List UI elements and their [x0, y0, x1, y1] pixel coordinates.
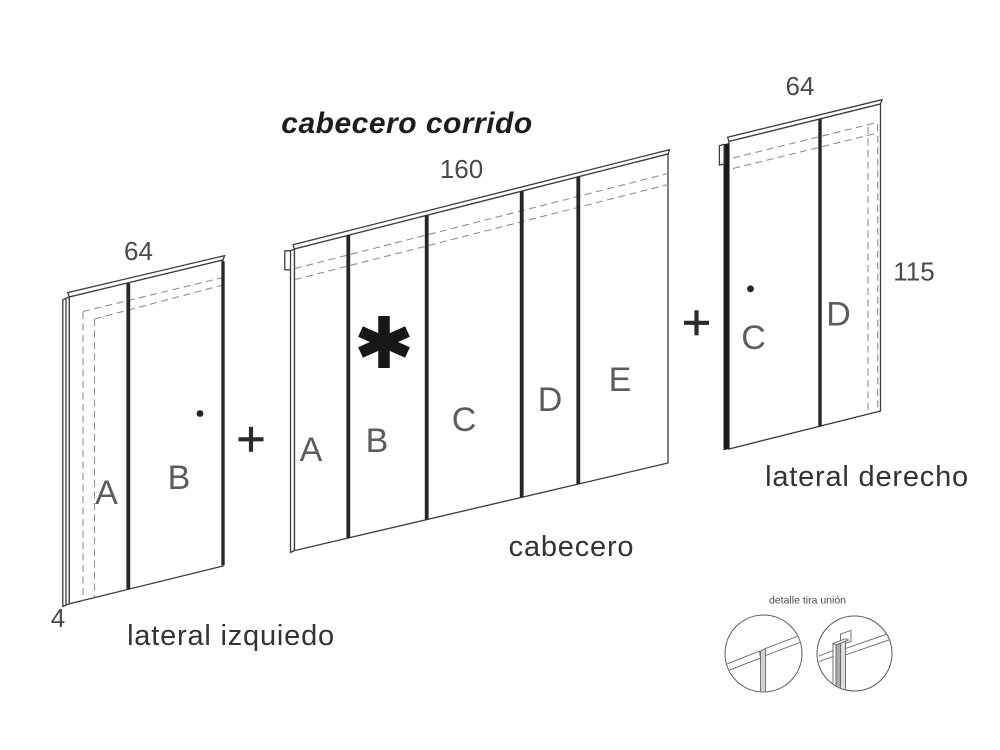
- left-panel-caption: lateral izquiedo: [127, 620, 335, 652]
- center-panel-slat-label-d: D: [538, 381, 563, 419]
- right-panel: C D 64 115 lateral derecho: [718, 71, 969, 493]
- right-panel-width-dimension: 64: [786, 71, 815, 101]
- left-panel: A B 64 4 lateral izquiedo: [51, 236, 335, 652]
- center-panel-hidden-edge-dashes: [294, 172, 669, 281]
- detail-circle-right: [816, 615, 893, 692]
- detail-left-content: [725, 633, 802, 692]
- center-panel-slat-label-e: E: [609, 361, 632, 399]
- right-panel-drill-dot: [747, 285, 754, 293]
- left-panel-slat-label-b: B: [168, 459, 191, 497]
- left-panel-width-dimension: 64: [124, 236, 153, 266]
- detail-circle-left: [724, 614, 803, 693]
- right-panel-union-strip: [723, 143, 729, 451]
- right-panel-height-dimension: 115: [893, 257, 934, 287]
- center-panel-front-face: [293, 153, 669, 552]
- left-panel-drill-dot: [196, 410, 204, 417]
- center-panel-slat-label-b: B: [366, 422, 389, 460]
- right-panel-union-strip-tab: [718, 143, 725, 167]
- union-strip-detail: detalle tira unión: [724, 595, 893, 693]
- right-panel-front-face: [728, 103, 882, 450]
- detail-strip-light-face: [840, 640, 846, 691]
- right-panel-slat-label-d: D: [826, 296, 851, 334]
- detail-label: detalle tira unión: [769, 595, 846, 607]
- left-panel-front-face: [68, 259, 224, 605]
- center-panel-slat-label-c: C: [452, 401, 477, 439]
- right-panel-hidden-edge-dashes: [732, 121, 879, 415]
- detail-strip-left-face: [832, 642, 837, 691]
- center-panel-union-strip-tab: [284, 250, 292, 271]
- left-panel-slat-label-a: A: [95, 474, 118, 512]
- center-panel-slat-label-a: A: [300, 431, 323, 469]
- center-panel: A B C D E 160 cabecero: [284, 148, 671, 563]
- detail-left-strip: [760, 647, 766, 692]
- right-panel-slat-label-c: C: [741, 319, 766, 357]
- page-title: cabecero corrido: [281, 107, 532, 140]
- left-panel-thickness-dimension: 4: [51, 603, 65, 633]
- detail-right-content: [818, 629, 891, 691]
- right-panel-caption: lateral derecho: [765, 461, 969, 493]
- center-panel-slat-dividers: [346, 176, 581, 538]
- center-panel-width-dimension: 160: [440, 154, 483, 184]
- center-panel-caption: cabecero: [509, 531, 635, 563]
- asterisk-marker: [358, 316, 410, 368]
- left-panel-hidden-edge-dashes: [82, 276, 224, 601]
- detail-strip-dark-face: [835, 642, 841, 691]
- plus-sign-right: [684, 310, 709, 336]
- plus-sign-left: [238, 426, 264, 452]
